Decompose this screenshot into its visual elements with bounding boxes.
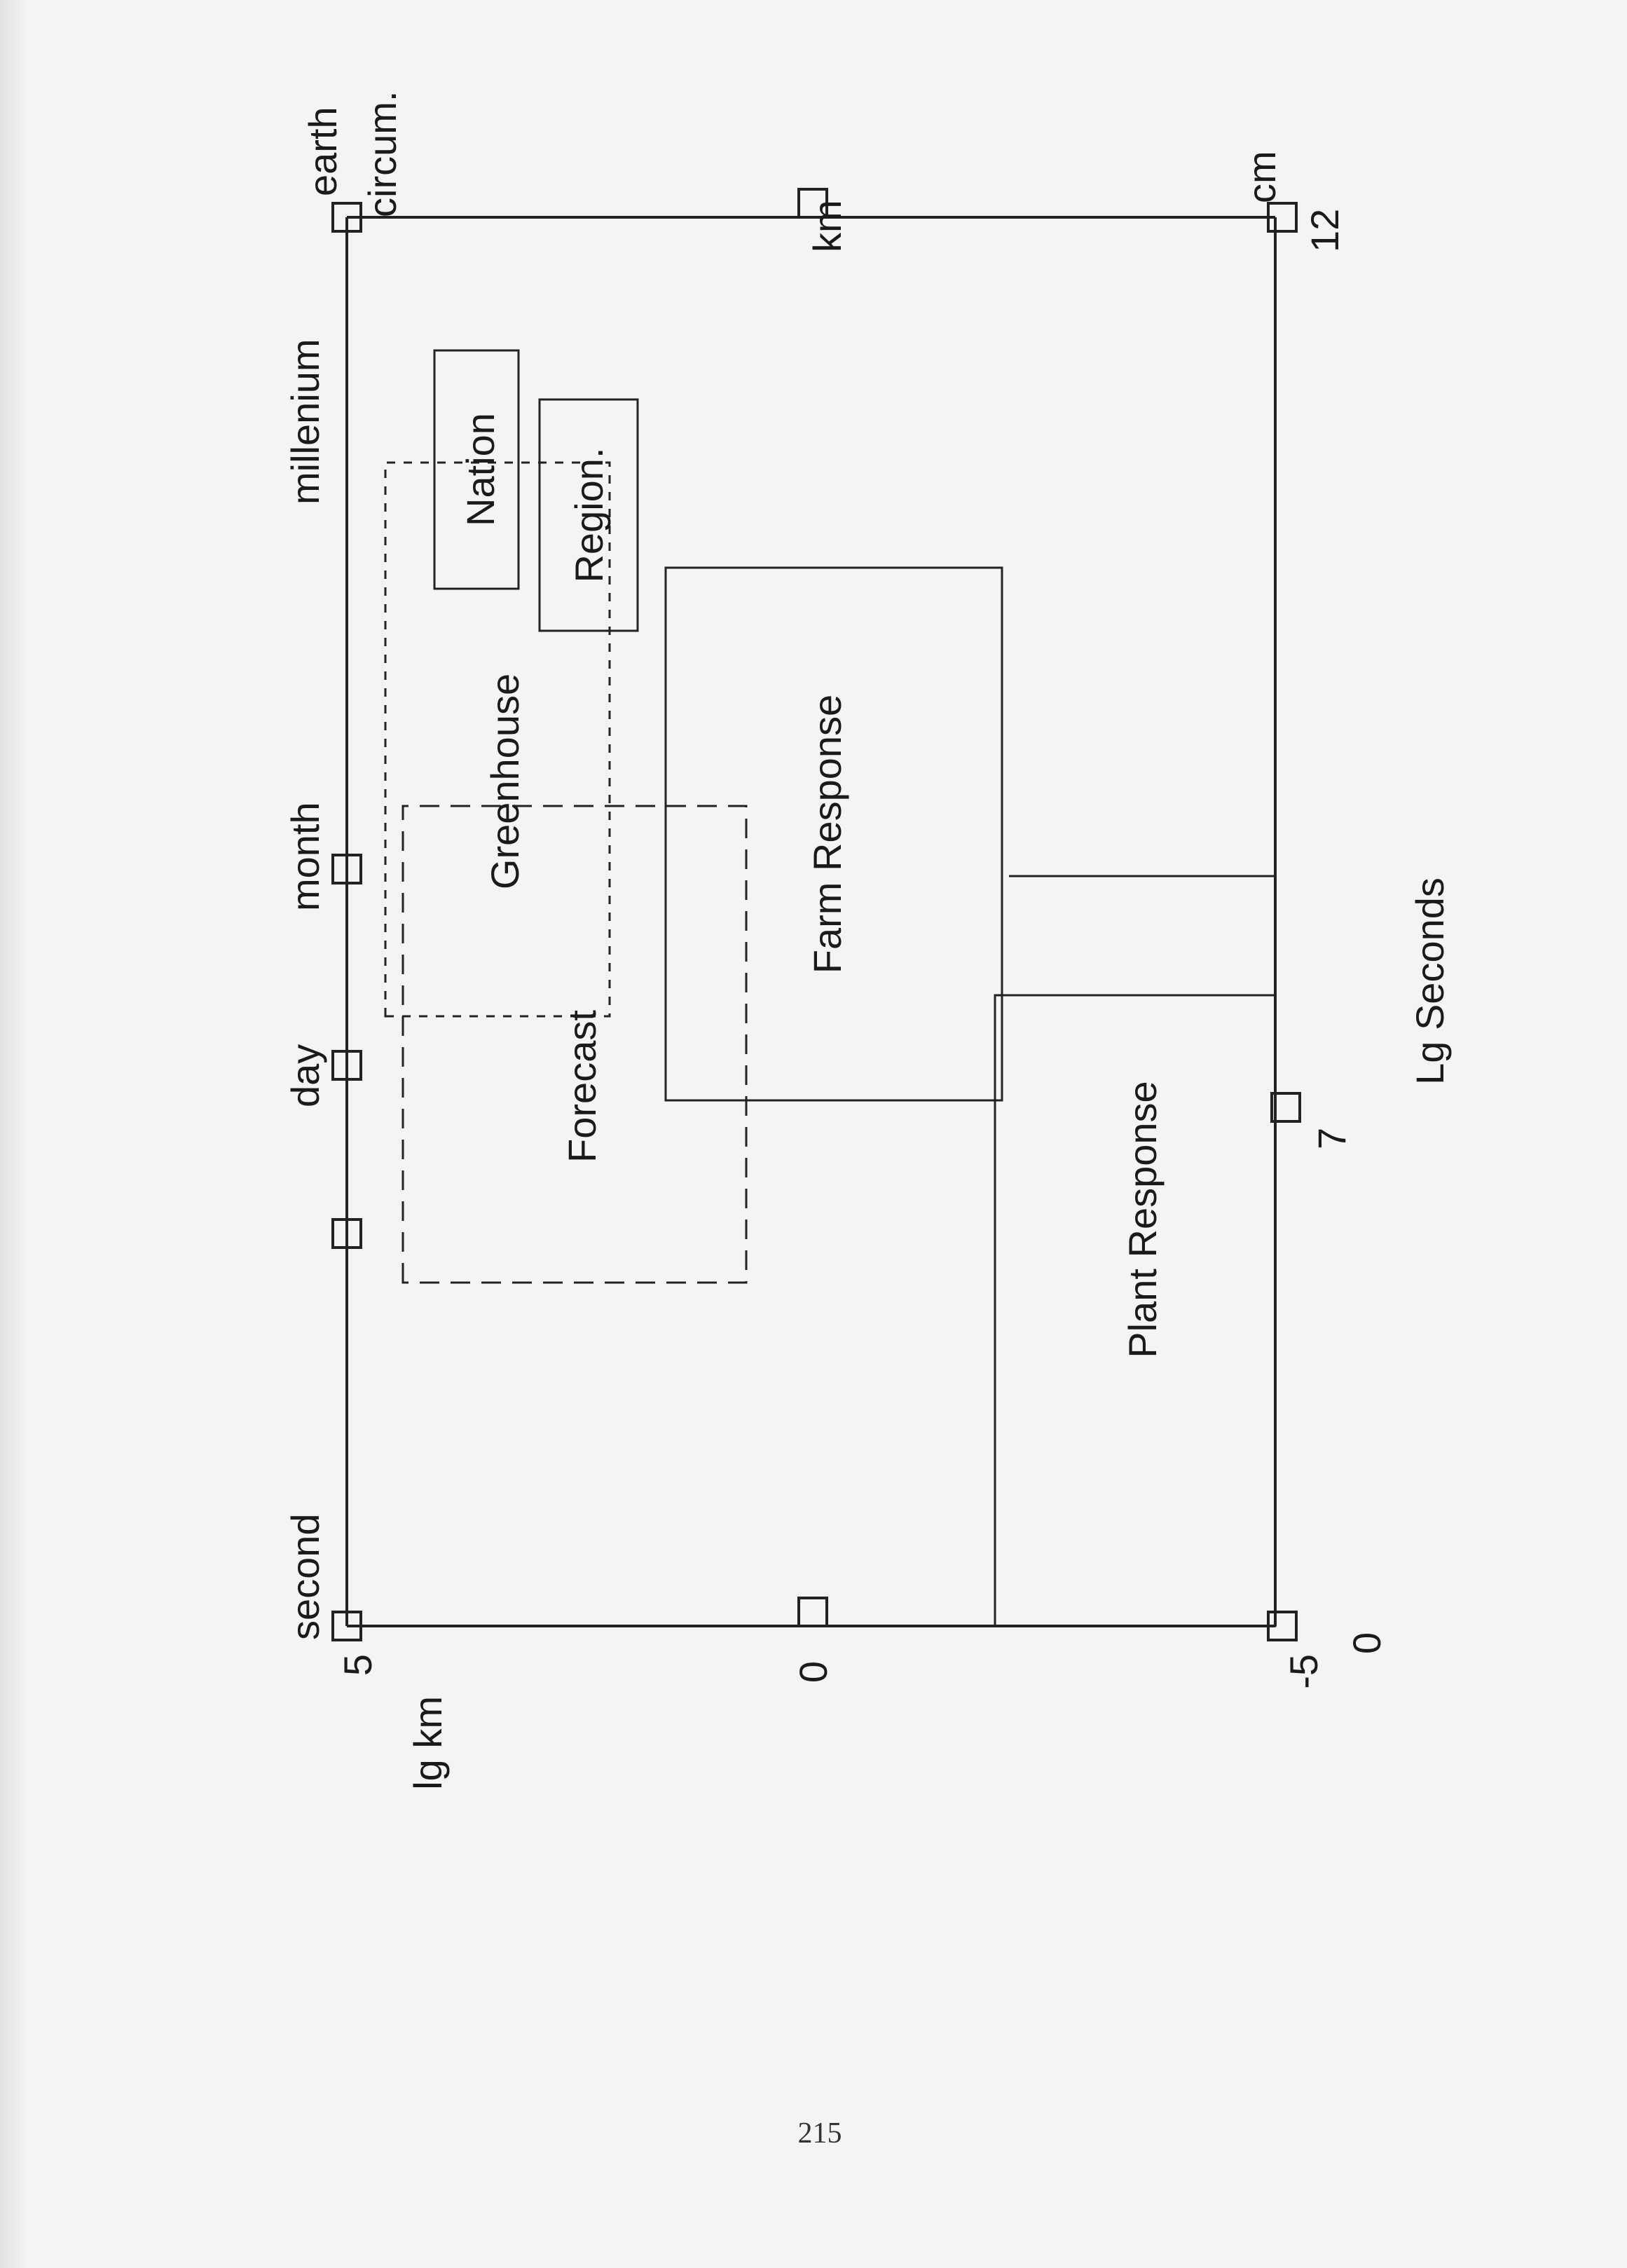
page-number: 215 bbox=[797, 2117, 842, 2150]
tick-markers bbox=[331, 188, 1301, 1641]
tick-label-second: second bbox=[283, 1513, 327, 1640]
earth-label: earth bbox=[301, 107, 345, 196]
greenhouse-label: Greenhouse bbox=[483, 674, 527, 889]
tick-marker-7 bbox=[1270, 1092, 1301, 1123]
region-box bbox=[538, 398, 639, 632]
forecast-box bbox=[401, 805, 748, 1284]
tick-marker-minute bbox=[331, 1218, 362, 1249]
tick-marker-km bbox=[797, 188, 828, 219]
time-start-value: 5 bbox=[336, 1654, 380, 1676]
farm-response-box bbox=[664, 566, 1003, 1102]
circum-label: circum. bbox=[360, 91, 404, 217]
greenhouse-box bbox=[384, 461, 611, 1018]
region-label: Region. bbox=[567, 447, 611, 582]
tick-marker-0 bbox=[797, 1597, 828, 1627]
forecast-label: Forecast bbox=[560, 1010, 604, 1163]
plant-response-label: Plant Response bbox=[1120, 1081, 1165, 1358]
nation-label: Nation bbox=[458, 413, 502, 526]
page-gutter-shade bbox=[0, 0, 28, 2268]
nation-box bbox=[433, 349, 520, 590]
space-axis-title: lg km bbox=[406, 1696, 450, 1790]
scale-diagram: Nation Region. Greenhouse Forecast Farm … bbox=[283, 91, 1452, 1790]
tick-marker-cm bbox=[1267, 202, 1298, 233]
tick-label-day: day bbox=[283, 1044, 327, 1107]
tick-label-month: month bbox=[283, 802, 327, 911]
value-7: 7 bbox=[1310, 1128, 1354, 1149]
unit-cm: cm bbox=[1240, 151, 1284, 203]
unit-km: km bbox=[805, 200, 849, 252]
tick-label-millenium: millenium bbox=[283, 339, 327, 505]
value-0-bottom: 0 bbox=[1345, 1632, 1389, 1654]
tick-marker-day bbox=[331, 1050, 362, 1081]
plant-response-box bbox=[994, 994, 1277, 1627]
tick-marker-second bbox=[331, 1611, 362, 1641]
tick-marker-month bbox=[331, 854, 362, 884]
space-value-0: 0 bbox=[791, 1661, 835, 1683]
tick-marker-millenium bbox=[331, 202, 362, 233]
space-value-neg5: -5 bbox=[1282, 1654, 1326, 1689]
farm-response-label: Farm Response bbox=[805, 695, 849, 974]
time-axis-title: Lg Seconds bbox=[1408, 877, 1452, 1085]
time-end-value: 12 bbox=[1303, 209, 1347, 252]
